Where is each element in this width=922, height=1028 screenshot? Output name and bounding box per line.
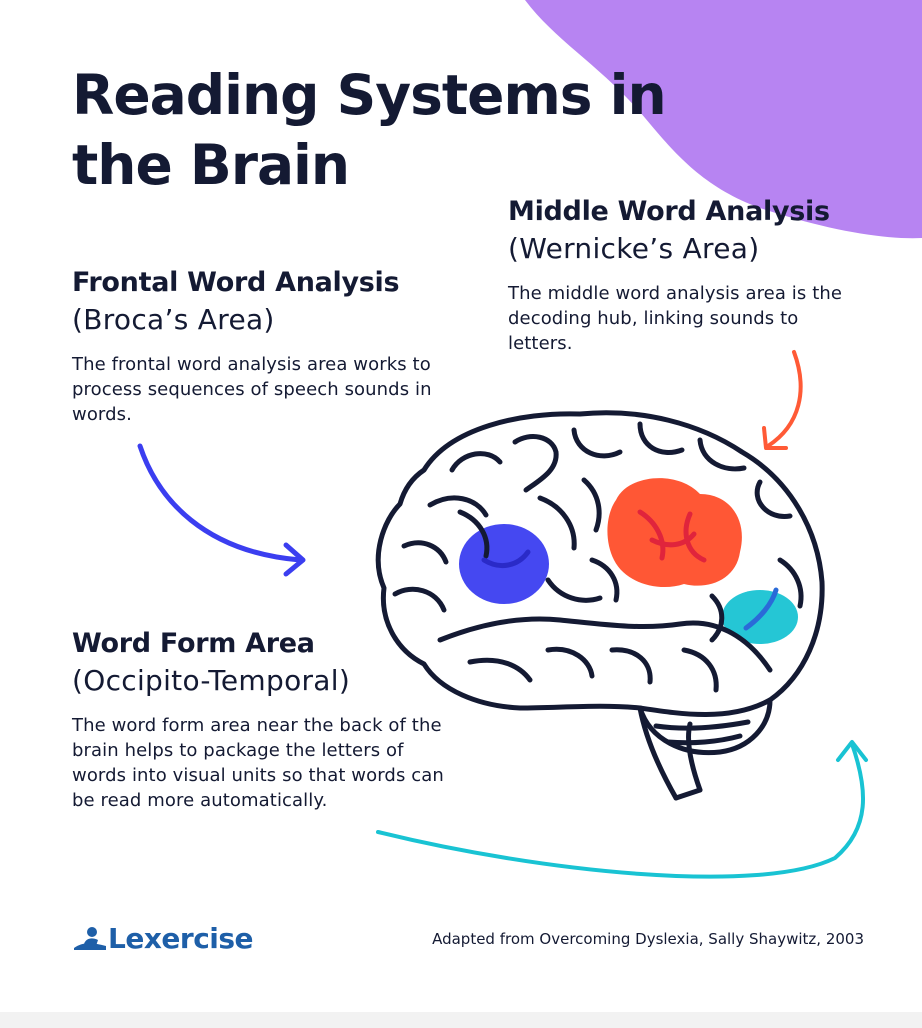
wernickes-area-highlight [607,478,742,587]
middle-heading: Middle Word Analysis [508,196,830,227]
wordform-description: The word form area near the back of the … [72,715,444,811]
middle-subheading: (Wernicke’s Area) [508,232,760,265]
middle-arrow [762,350,803,450]
word-form-area-section: Word Form Area (Occipito-Temporal) The w… [72,627,452,813]
frontal-arrow [137,443,306,577]
middle-word-analysis-section: Middle Word Analysis (Wernicke’s Area) T… [508,195,868,356]
page-title: Reading Systems in the Brain [72,63,667,197]
lexercise-logo[interactable]: Lexercise [72,918,254,958]
brain-illustration [375,410,825,801]
wordform-heading: Word Form Area [72,628,315,659]
frontal-word-analysis-section: Frontal Word Analysis (Broca’s Area) The… [72,266,452,427]
frontal-subheading: (Broca’s Area) [72,303,275,336]
frontal-description: The frontal word analysis area works to … [72,354,432,425]
bottom-strip [0,1012,922,1028]
source-credit: Adapted from Overcoming Dyslexia, Sally … [432,930,864,948]
wordform-arrow [376,740,868,879]
middle-description: The middle word analysis area is the dec… [508,283,843,354]
reader-icon [74,927,106,950]
brand-name: Lexercise [108,921,254,955]
frontal-heading: Frontal Word Analysis [72,267,400,298]
decorative-purple-blob [525,0,922,239]
wordform-subheading: (Occipito-Temporal) [72,664,351,697]
